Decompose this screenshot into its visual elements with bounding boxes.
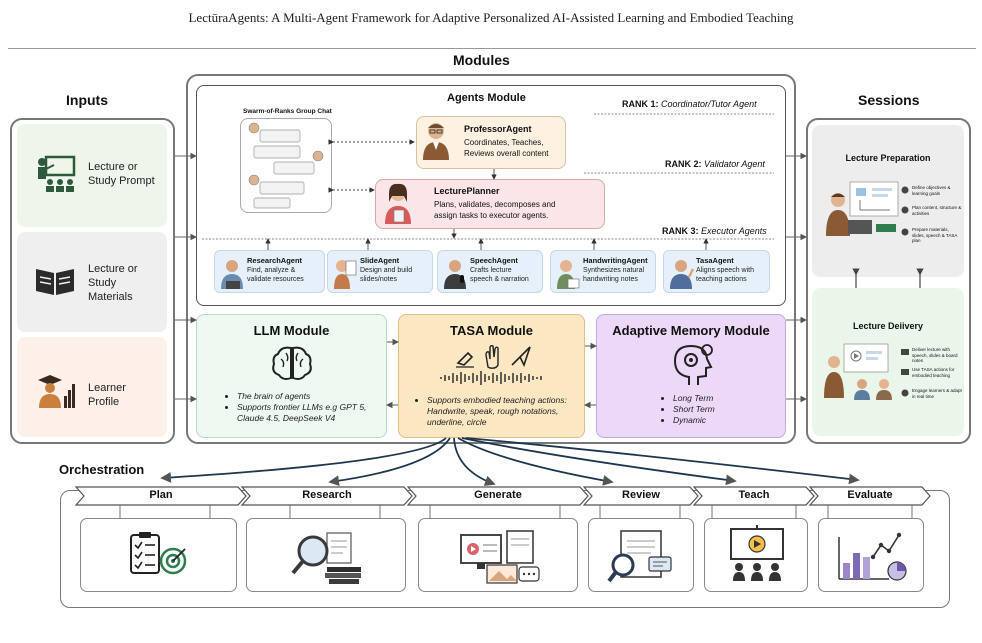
- prep-item-1: Define objectives & learning goals: [912, 185, 951, 196]
- input-profile-label-1: Learner: [88, 382, 126, 394]
- stage-generate: Generate: [474, 489, 522, 501]
- agents-module-title: Agents Module: [447, 92, 526, 104]
- input-materials-label-1: Lecture or: [88, 263, 138, 275]
- delivery-step-icons: [901, 349, 909, 397]
- chat-bubbles-icon: [248, 122, 324, 209]
- memory-head-gear-icon: [673, 344, 713, 385]
- llm-module-bullets: The brain of agents Supports frontier LL…: [227, 391, 392, 424]
- input-prompt-label-2: Study Prompt: [88, 175, 155, 187]
- agent-connectors: [265, 139, 709, 250]
- memory-module-bullets: Long Term Short Term Dynamic: [663, 393, 783, 426]
- lecture-preparation-panel: Lecture Preparation Define objectives & …: [812, 125, 964, 277]
- open-book-icon: [36, 269, 74, 295]
- prep-item-2: Plan content, structure & activities: [912, 205, 962, 216]
- lecture-planner-card: [375, 179, 605, 229]
- gesture-icons: [456, 345, 531, 369]
- orchestration-heading: Orchestration: [59, 462, 145, 477]
- graduate-chart-icon: [38, 375, 75, 408]
- rank-1-label: RANK 1: Coordinator/Tutor Agent: [622, 99, 757, 109]
- delivery-item-1: Deliver lecture with speech, slides & bo…: [912, 347, 958, 363]
- lecture-delivery-illustration-icon: [824, 343, 892, 400]
- delivery-item-2: Use TASA actions for embodied teaching: [912, 367, 955, 378]
- brain-icon: [272, 346, 312, 380]
- group-chat-title: Swarm-of-Ranks Group Chat: [243, 108, 332, 115]
- teacher-board-icon: [38, 155, 76, 192]
- input-materials-label-2: Study: [88, 277, 117, 289]
- stage-research: Research: [302, 489, 352, 501]
- lecture-planner-name: LecturePlanner: [434, 186, 500, 196]
- modules-heading: Modules: [453, 52, 510, 68]
- lecture-prep-illustration-icon: [826, 181, 899, 236]
- input-materials-label-3: Materials: [88, 291, 133, 303]
- llm-module-panel: LLM Module The brain of agents Supports …: [196, 314, 387, 438]
- presentation-audience-icon: [730, 525, 784, 581]
- review-card: [588, 518, 694, 592]
- stage-plan: Plan: [149, 489, 173, 501]
- teach-card: [704, 518, 808, 592]
- lecture-preparation-title: Lecture Preparation: [845, 153, 931, 163]
- rank-2-label: RANK 2: Validator Agent: [665, 159, 765, 169]
- header-rule: [8, 48, 976, 49]
- paper-title: LectūraAgents: A Multi-Agent Framework f…: [188, 10, 794, 25]
- inputs-heading: Inputs: [66, 92, 108, 108]
- lecture-planner-desc-2: assign tasks to executor agents.: [434, 211, 549, 220]
- prep-item-3: Prepare materials, slides, speech & TASA…: [912, 227, 958, 243]
- input-prompt-label-1: Lecture or: [88, 161, 138, 173]
- delivery-item-3: Engage learners & adapt in real time: [912, 388, 962, 399]
- sessions-box: [806, 118, 971, 444]
- generate-card: [418, 518, 578, 592]
- analytics-chart-icon: [838, 532, 907, 581]
- professor-agent-desc-1: Coordinates, Teaches,: [464, 138, 544, 147]
- audio-waveform-icon: [440, 371, 542, 385]
- input-profile-label-2: Profile: [88, 396, 120, 408]
- memory-module-panel: Adaptive Memory Module Long Term Short T…: [596, 314, 786, 438]
- research-agent-card: ResearchAgent Find, analyze &validate re…: [214, 250, 325, 293]
- planner-avatar-icon: [385, 183, 411, 224]
- sessions-heading: Sessions: [858, 92, 920, 108]
- plan-card: [80, 518, 237, 592]
- prep-step-icons: [901, 186, 909, 236]
- rank-dividers: [202, 113, 774, 240]
- llm-module-title: LLM Module: [253, 323, 330, 338]
- tasa-module-bullets: Supports embodied teaching actions: Hand…: [417, 395, 587, 428]
- media-content-icon: [460, 530, 540, 584]
- stage-evaluate: Evaluate: [847, 489, 893, 501]
- speech-agent-avatar-icon: [444, 260, 466, 289]
- handwriting-agent-avatar-icon: [557, 260, 580, 289]
- lecture-planner-desc-1: Plans, validates, decomposes and: [434, 200, 556, 209]
- tasa-module-panel: TASA Module Supports embodied teaching a…: [398, 314, 585, 438]
- evaluate-card: [818, 518, 924, 592]
- input-profile-panel: [17, 337, 167, 437]
- tasa-agent-avatar-icon: [670, 260, 695, 289]
- stage-teach: Teach: [738, 489, 770, 501]
- stage-review: Review: [622, 489, 660, 501]
- magnifier-documents-icon: [291, 532, 361, 584]
- professor-agent-desc-2: Reviews overall content: [464, 149, 549, 158]
- lecture-delivery-panel: Lecture Deiivery Deliver lecture with sp…: [812, 288, 964, 436]
- research-agent-avatar-icon: [221, 260, 243, 289]
- checklist-target-icon: [130, 532, 187, 575]
- slide-agent-avatar-icon: [334, 260, 357, 289]
- lecture-delivery-title: Lecture Deiivery: [852, 321, 924, 331]
- research-card: [246, 518, 406, 592]
- inputs-box: [10, 118, 175, 444]
- tasa-module-title: TASA Module: [449, 323, 534, 338]
- review-document-icon: [607, 530, 672, 583]
- memory-module-title: Adaptive Memory Module: [612, 323, 770, 338]
- rank-3-label: RANK 3: Executor Agents: [662, 226, 767, 236]
- professor-avatar-icon: [423, 123, 449, 160]
- professor-agent-name: ProfessorAgent: [464, 124, 532, 134]
